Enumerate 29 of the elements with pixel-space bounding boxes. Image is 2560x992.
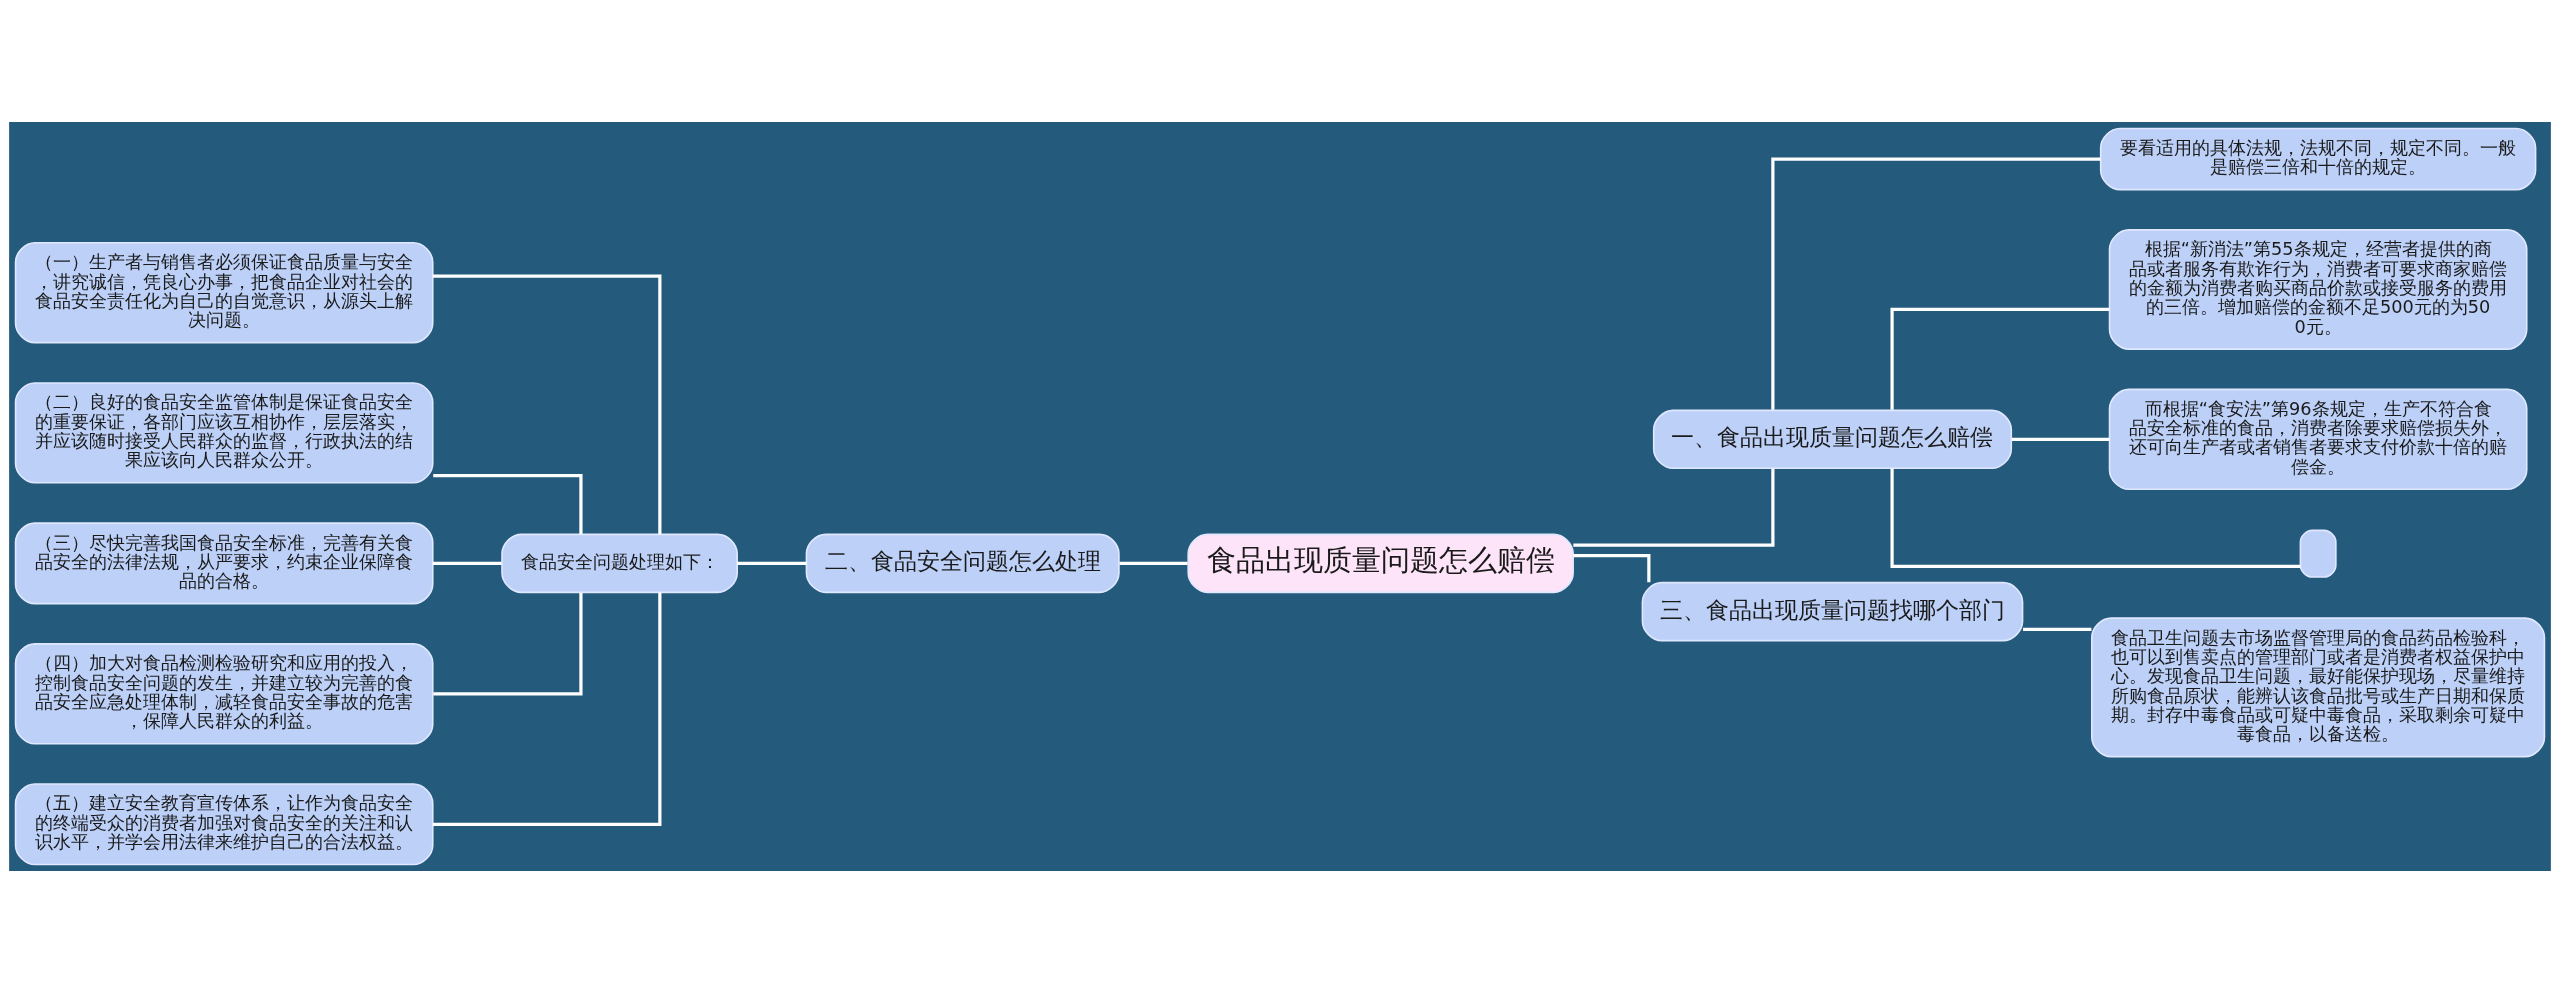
node-box: （二）良好的食品安全监管体制是保证食品安全的重要保证，各部门应该互相协作，层层落实，并应该随时接受人民群众的监督，行政执法的结果应该向人民群众公开。: [14, 381, 434, 484]
connector: [433, 592, 583, 695]
node-box: [2299, 529, 2337, 578]
node-box: 要看适用的具体法规，法规不同，规定不同。一般是赔偿三倍和十倍的规定。: [2099, 127, 2537, 190]
connector: [1573, 553, 1651, 582]
connector: [433, 592, 662, 826]
node-box: （四）加大对食品检测检验研究和应用的投入，控制食品安全问题的发生，并建立较为完善的食品安全应急处理体制，减轻食品安全事故的危害，保障人民群众的利益。: [14, 642, 434, 745]
node-box: 三、食品出现质量问题找哪个部门: [1641, 581, 2024, 641]
connector: [1890, 468, 2301, 568]
node-box: 根据“新消法”第55条规定，经营者提供的商品或者服务有欺诈行为，消费者可要求商家赔偿的金额为消费者购买商品价款或接受服务的费用的三倍。增加赔偿的金额不足500元的为500元。: [2108, 228, 2528, 350]
node-box: （三）尽快完善我国食品安全标准，完善有关食品安全的法律法规，从严要求，约束企业保障食品的合格。: [14, 521, 434, 604]
node-box: 食品卫生问题去市场监督管理局的食品药品检验科，也可以到售卖点的管理部门或者是消费者权益保护中心。发现食品卫生问题，最好能保护现场，尽量维持所购食品原状，能辨认该食品批号或生产日期和保质期。封存中毒食品或可疑中毒食品，采取剩余可疑中毒食品，以备送检。: [2091, 616, 2546, 757]
connector: [432, 561, 502, 565]
connector: [737, 561, 807, 565]
connector: [1573, 468, 1775, 547]
node-box: 二、食品安全问题怎么处理: [805, 533, 1120, 593]
connector: [1771, 156, 2101, 410]
connector: [433, 473, 583, 534]
node-box: 一、食品出现质量问题怎么赔偿: [1652, 409, 2013, 469]
connector: [433, 274, 662, 534]
connector: [1119, 561, 1188, 565]
node-box: 而根据“食安法”第96条规定，生产不符合食品安全标准的食品，消费者除要求赔偿损失外，还可向生产者或者销售者要求支付价款十倍的赔偿金。: [2108, 388, 2528, 490]
connector: [1890, 307, 2110, 410]
connector: [2011, 437, 2110, 441]
node-box: 食品安全问题处理如下：: [501, 533, 738, 593]
node-box: 食品出现质量问题怎么赔偿: [1187, 533, 1574, 593]
connector: [2023, 627, 2092, 631]
node-box: （一）生产者与销售者必须保证食品质量与安全，讲究诚信，凭良心办事，把食品企业对社会的食品安全责任化为自己的自觉意识，从源头上解决问题。: [14, 241, 434, 343]
node-box: （五）建立安全教育宣传体系，让作为食品安全的终端受众的消费者加强对食品安全的关注和认识水平，并学会用法律来维护自己的合法权益。: [14, 782, 434, 865]
